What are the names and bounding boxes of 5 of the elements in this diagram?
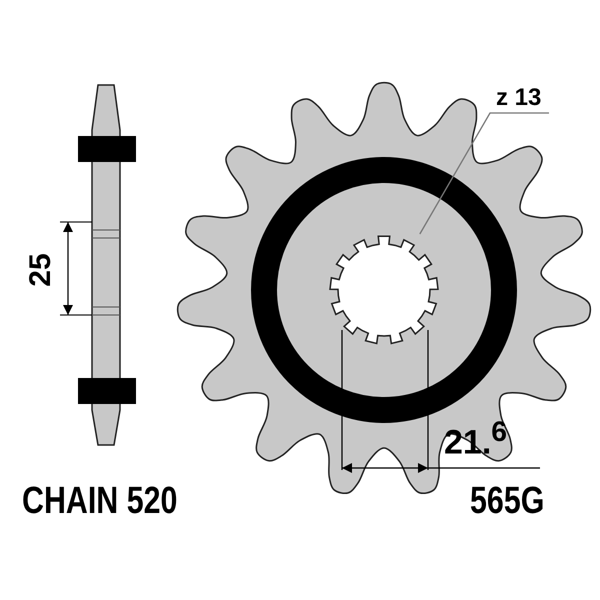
chain-size-label: CHAIN 520 — [22, 482, 178, 520]
part-number-label: 565G — [470, 482, 544, 520]
dimension-label: 25 — [26, 253, 56, 287]
leader-line — [419, 112, 549, 234]
callout-label: z 13 — [496, 86, 550, 113]
